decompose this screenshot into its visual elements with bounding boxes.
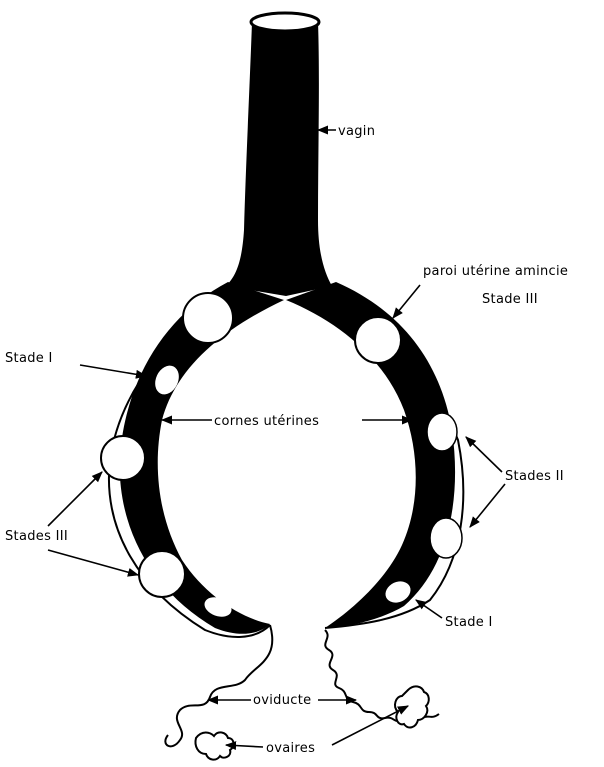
vagina: [226, 22, 332, 296]
label-oviducte: oviducte: [253, 693, 311, 708]
stage-iii-left-top: [183, 293, 233, 343]
label-stade1-left: Stade I: [5, 351, 53, 366]
label-ovaires: ovaires: [266, 741, 315, 756]
arrow-stade1-right: [416, 600, 442, 618]
label-stade1-right: Stade I: [445, 615, 493, 630]
vagina-opening: [251, 13, 319, 31]
left-ovary: [195, 732, 233, 759]
arrow-stades2-bottom: [470, 484, 505, 527]
stage-iii-right-top: [355, 317, 401, 363]
stage-iii-left-mid: [101, 436, 145, 480]
label-stades3-left: Stades III: [5, 529, 68, 544]
arrow-paroi: [393, 285, 420, 318]
label-stades2: Stades II: [505, 469, 564, 484]
label-cornes: cornes utérines: [214, 414, 319, 429]
left-oviduct: [165, 625, 272, 746]
stage-ii-right-top: [427, 413, 457, 451]
label-vagin: vagin: [338, 124, 375, 139]
label-paroi: paroi utérine amincie: [423, 264, 568, 279]
arrow-stades2-top: [466, 437, 502, 472]
arrow-stades3-mid: [48, 472, 102, 526]
stage-ii-right-bottom: [430, 518, 462, 558]
label-stade3-top: Stade III: [482, 292, 538, 307]
right-ovary: [395, 686, 429, 727]
stage-iii-left-bottom: [139, 551, 185, 597]
arrow-stades3-bottom: [48, 550, 138, 575]
arrow-stade1-left: [80, 365, 146, 376]
